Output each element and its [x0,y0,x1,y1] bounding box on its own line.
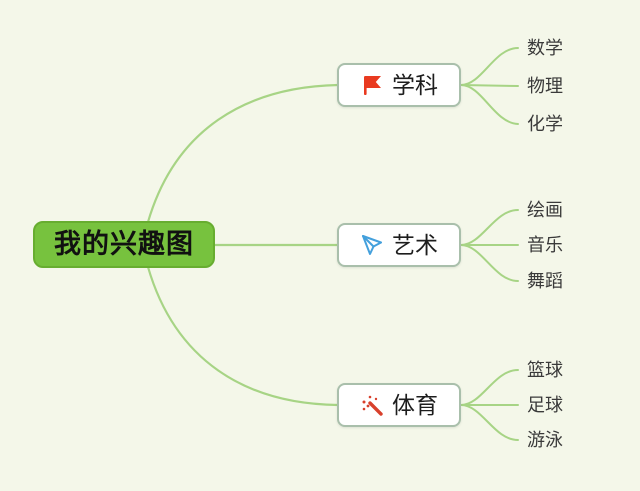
branch-label: 学科 [392,71,438,98]
leaf-link-physics [460,84,519,87]
central-topic-label: 我的兴趣图 [54,229,194,259]
leaf-link-dance [460,244,519,282]
leaf-link-chemistry [460,84,519,125]
leaf-item-basketball[interactable]: 篮球 [527,360,563,380]
central-topic-node[interactable]: 我的兴趣图 [33,221,215,268]
leaf-item-chemistry[interactable]: 化学 [527,114,563,134]
leaf-item-math[interactable]: 数学 [527,38,563,58]
branch-node-sports[interactable]: 体育 [337,383,461,427]
branch-label: 体育 [392,391,438,418]
leaf-item-physics[interactable]: 物理 [527,76,563,96]
leaf-item-music[interactable]: 音乐 [527,235,563,255]
branch-node-art[interactable]: 艺术 [337,223,461,267]
leaf-item-football[interactable]: 足球 [527,395,563,415]
magic-wand-icon [362,395,383,416]
branch-link-subjects [146,83,340,224]
leaf-link-math [460,47,519,86]
branch-node-subjects[interactable]: 学科 [337,63,461,107]
leaf-link-painting [460,209,519,246]
leaf-link-swimming [460,404,519,441]
flag-icon [364,76,381,95]
leaf-item-swimming[interactable]: 游泳 [527,430,563,450]
leaf-link-basketball [460,369,519,406]
branch-label: 艺术 [392,231,438,258]
paper-plane-icon [362,235,382,255]
leaf-item-dance[interactable]: 舞蹈 [527,271,563,291]
branch-link-sports [146,265,340,407]
leaf-item-painting[interactable]: 绘画 [527,200,563,220]
